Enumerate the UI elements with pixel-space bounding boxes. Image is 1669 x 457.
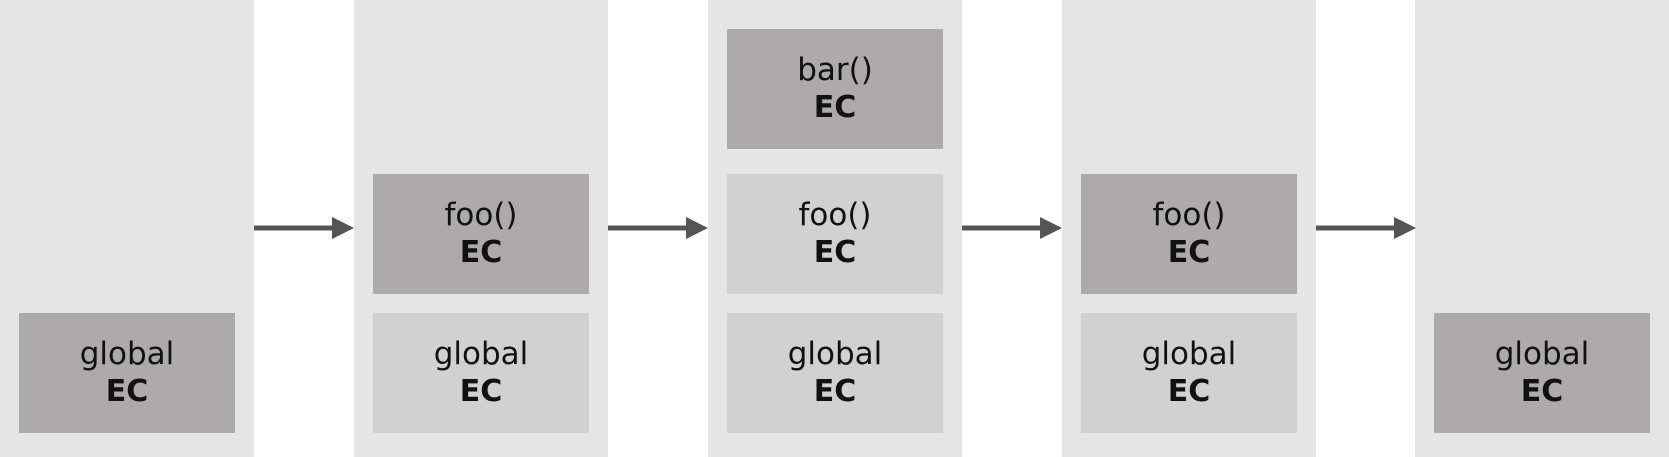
ec-box-bar: bar() EC <box>727 29 943 149</box>
ec-tag-label: EC <box>813 234 857 270</box>
ec-tag-label: EC <box>1520 373 1564 409</box>
right-arrow-icon <box>962 217 1062 239</box>
ec-tag-label: EC <box>1167 373 1211 409</box>
stack-column-2: foo() EC global EC <box>354 0 608 457</box>
ec-tag-label: EC <box>459 373 503 409</box>
ec-tag-label: EC <box>813 373 857 409</box>
ec-function-label: global <box>433 336 529 373</box>
ec-box-foo: foo() EC <box>373 174 589 294</box>
ec-box-global: global EC <box>19 313 235 433</box>
ec-function-label: bar() <box>797 52 873 89</box>
ec-function-label: foo() <box>1152 197 1226 234</box>
ec-tag-label: EC <box>813 89 857 125</box>
ec-box-global: global EC <box>1434 313 1650 433</box>
ec-tag-label: EC <box>459 234 503 270</box>
ec-tag-label: EC <box>105 373 149 409</box>
stack-column-3: bar() EC foo() EC global EC <box>708 0 962 457</box>
ec-tag-label: EC <box>1167 234 1211 270</box>
ec-box-global: global EC <box>1081 313 1297 433</box>
ec-box-global: global EC <box>373 313 589 433</box>
right-arrow-icon <box>1316 217 1416 239</box>
ec-box-foo: foo() EC <box>727 174 943 294</box>
ec-function-label: global <box>1141 336 1237 373</box>
ec-box-global: global EC <box>727 313 943 433</box>
right-arrow-icon <box>254 217 354 239</box>
stack-column-4: foo() EC global EC <box>1062 0 1316 457</box>
ec-function-label: global <box>787 336 883 373</box>
ec-function-label: foo() <box>798 197 872 234</box>
ec-function-label: foo() <box>444 197 518 234</box>
right-arrow-icon <box>608 217 708 239</box>
ec-function-label: global <box>1494 336 1590 373</box>
ec-box-foo: foo() EC <box>1081 174 1297 294</box>
ec-function-label: global <box>79 336 175 373</box>
stack-column-5: global EC <box>1415 0 1669 457</box>
stack-column-1: global EC <box>0 0 254 457</box>
